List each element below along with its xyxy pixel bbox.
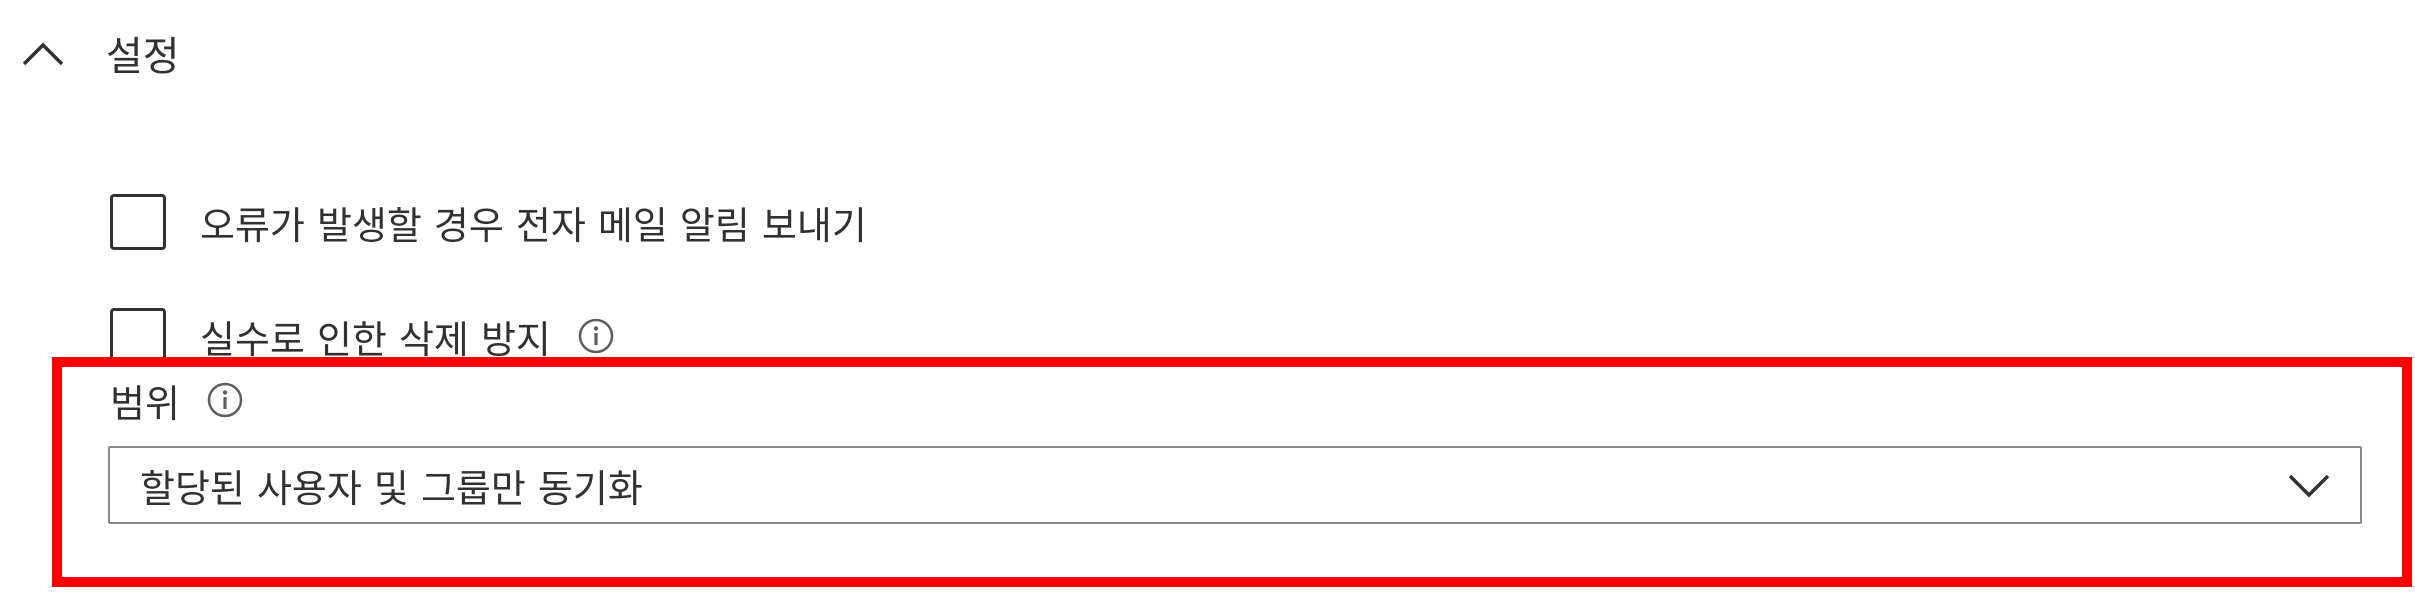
settings-section-toggle[interactable]: 설정 [20, 20, 180, 86]
prevent-accidental-deletion-option[interactable]: 실수로 인한 삭제 방지 [110, 304, 615, 368]
chevron-down-icon [2284, 460, 2334, 510]
info-icon[interactable] [577, 317, 615, 355]
chevron-up-icon [20, 30, 66, 76]
prevent-accidental-deletion-label: 실수로 인한 삭제 방지 [200, 317, 551, 362]
prevent-accidental-deletion-checkbox[interactable] [110, 308, 166, 364]
scope-label: 범위 [110, 381, 180, 426]
email-notification-option[interactable]: 오류가 발생할 경우 전자 메일 알림 보내기 [110, 190, 867, 254]
scope-label-row: 범위 [110, 372, 244, 428]
info-icon[interactable] [206, 381, 244, 419]
email-notification-checkbox[interactable] [110, 194, 166, 250]
email-notification-label: 오류가 발생할 경우 전자 메일 알림 보내기 [200, 203, 867, 248]
section-title: 설정 [106, 34, 180, 80]
scope-dropdown[interactable]: 할당된 사용자 및 그룹만 동기화 [108, 446, 2362, 524]
scope-dropdown-value: 할당된 사용자 및 그룹만 동기화 [140, 466, 643, 511]
